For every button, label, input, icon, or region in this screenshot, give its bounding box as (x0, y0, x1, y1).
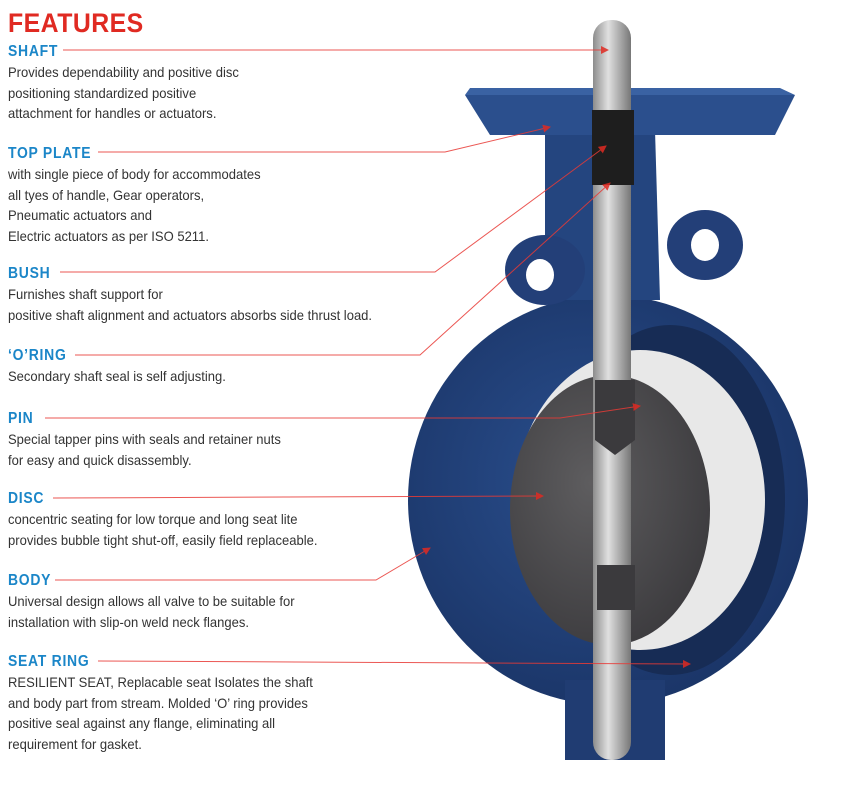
feature-heading: ‘O’RING (8, 347, 67, 364)
feature-text: and body part from stream. Molded ‘O’ ri… (8, 694, 308, 711)
feature-heading: SEAT RING (8, 653, 90, 670)
feature-text: Pneumatic actuators and (8, 207, 153, 223)
feature-top-plate: TOP PLATE with single piece of body for … (8, 144, 280, 246)
feature-text: Secondary shaft seal is self adjusting. (8, 368, 226, 384)
feature-heading: BUSH (8, 265, 51, 282)
feature-text: Special tapper pins with seals and retai… (8, 431, 281, 447)
feature-text: positive seal against any flange, elimin… (8, 715, 276, 731)
feature-heading: PIN (8, 410, 34, 427)
feature-shaft: SHAFT Provides dependability and positiv… (8, 42, 256, 124)
feature-text: provides bubble tight shut-off, easily f… (8, 531, 318, 548)
feature-text: Universal design allows all valve to be … (8, 593, 295, 609)
feature-body: BODY Universal design allows all valve t… (8, 571, 316, 632)
feature-text: concentric seating for low torque and lo… (8, 511, 298, 527)
feature-text: requirement for gasket. (8, 735, 142, 752)
feature-heading: BODY (8, 572, 52, 589)
feature-text: positive shaft alignment and actuators a… (8, 306, 373, 323)
feature-disc: DISC concentric seating for low torque a… (8, 489, 341, 550)
feature-text: Furnishes shaft support for (8, 286, 163, 302)
feature-text: with single piece of body for accommodat… (8, 166, 261, 182)
feature-seat-ring: SEAT RING RESILIENT SEAT, Replacable sea… (8, 652, 336, 754)
feature-bush: BUSH Furnishes shaft support for positiv… (8, 264, 399, 325)
feature-text: attachment for handles or actuators. (8, 105, 217, 121)
feature-text: for easy and quick disassembly. (8, 451, 192, 468)
feature-pin: PIN Special tapper pins with seals and r… (8, 409, 301, 470)
feature-text: installation with slip-on weld neck flan… (8, 613, 250, 630)
feature-heading: SHAFT (8, 43, 59, 60)
page-title: FEATURES (8, 8, 144, 38)
feature-text: positioning standardized positive (8, 84, 197, 101)
feature-heading: TOP PLATE (8, 145, 92, 162)
feature-o-ring: ‘O’RING Secondary shaft seal is self adj… (8, 346, 242, 387)
feature-text: RESILIENT SEAT, Replacable seat Isolates… (8, 674, 313, 690)
feature-text: Provides dependability and positive disc (8, 64, 239, 80)
pin-boss (595, 380, 635, 455)
leader-lines (45, 46, 691, 668)
feature-text: all tyes of handle, Gear operators, (8, 186, 205, 203)
feature-heading: DISC (8, 490, 45, 507)
valve-bush (592, 110, 634, 185)
feature-text: Electric actuators as per ISO 5211. (8, 227, 209, 244)
